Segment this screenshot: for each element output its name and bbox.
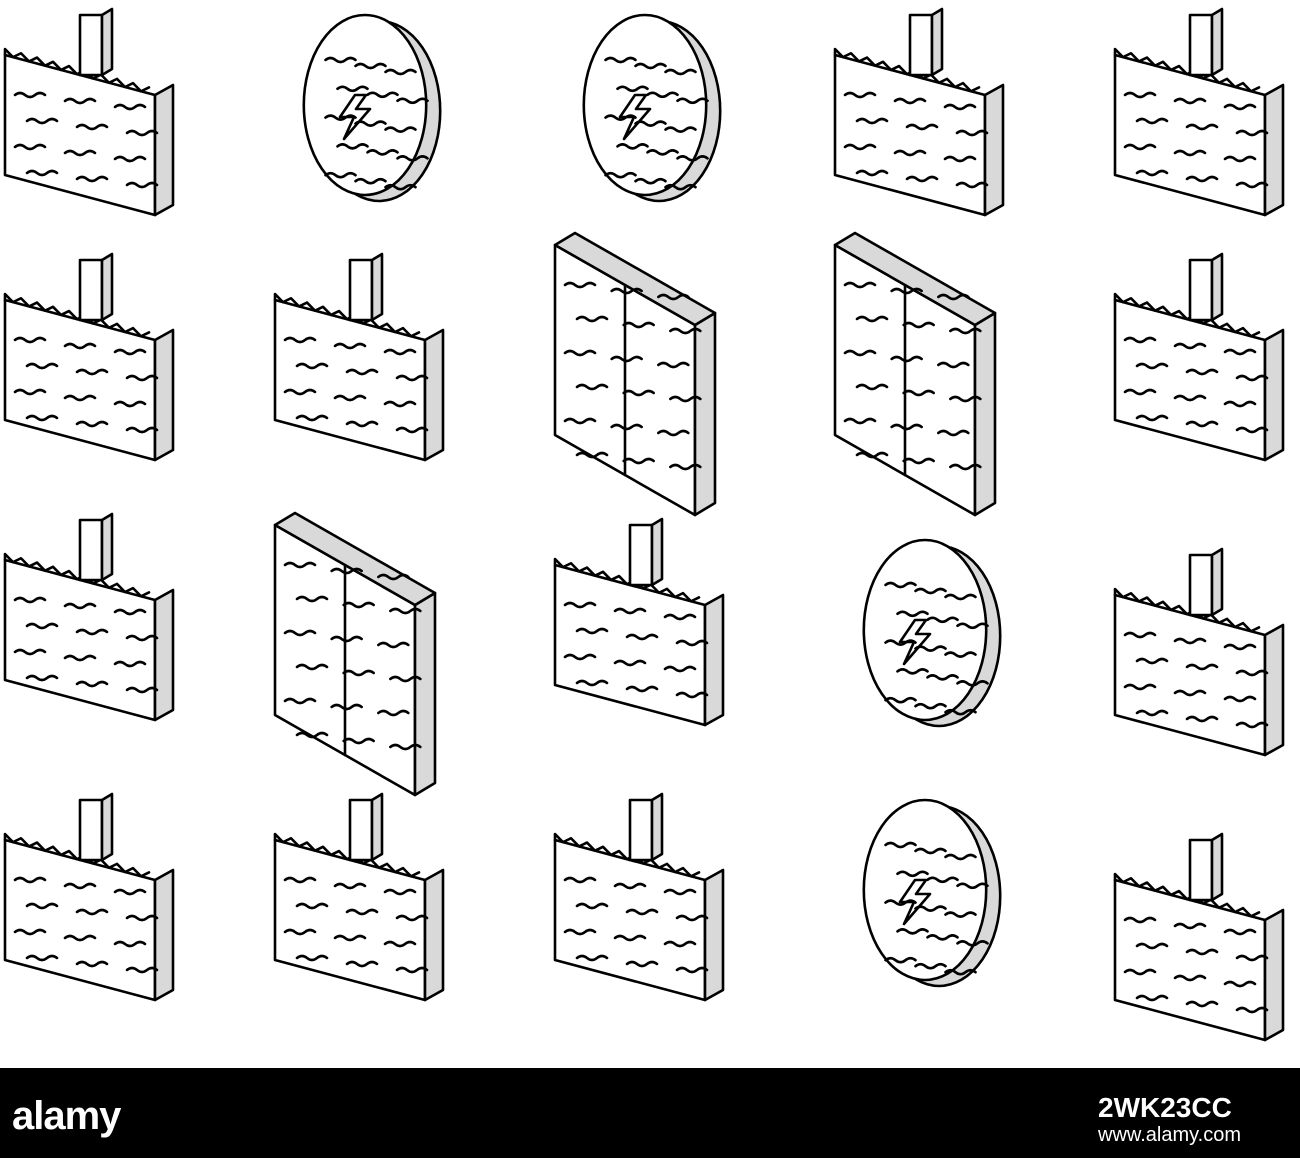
tidal-turbines-tower-icon: [553, 517, 725, 727]
ring-buoy-boat-icon: [553, 792, 725, 1002]
floating-buoys-icon: [3, 512, 175, 722]
tidal-stream-arrows-icon: [553, 231, 717, 517]
stock-image-id: 2WK23CC: [1098, 1092, 1232, 1123]
shore-power-station-icon: [1113, 7, 1285, 217]
alamy-logo-text: alamy: [12, 1094, 121, 1138]
ocean-current-circle-icon: [582, 13, 722, 203]
ocean-flow-arrows-circle-icon: [862, 798, 1002, 988]
stock-footer-bar: alamy 2WK23CC www.alamy.com: [0, 1068, 1300, 1158]
cliff-power-station-icon: [1113, 832, 1285, 1042]
oscillating-wave-surge-icon: [273, 252, 445, 462]
alamy-logo: alamy: [0, 1080, 220, 1148]
seabed-anchor-buoy-icon: [3, 792, 175, 1002]
underwater-wind-turbine-icon: [273, 511, 437, 797]
wave-breaking-structure-icon: [3, 252, 175, 462]
tidal-power-plant-ship-icon: [3, 7, 175, 217]
stock-url: www.alamy.com: [1098, 1124, 1241, 1146]
underwater-kite-icon: [833, 231, 997, 517]
icon-set-illustration: [3, 7, 1285, 1042]
ocean-lightning-circle-icon: [302, 13, 442, 203]
wave-farm-platform-icon: [1113, 252, 1285, 462]
ocean-sphere-energy-icon: [862, 538, 1002, 728]
floating-platform-turbine-icon: [1113, 547, 1285, 757]
shore-energy-coin-icon: [273, 792, 445, 1002]
tidal-barrage-icon: [833, 7, 1005, 217]
